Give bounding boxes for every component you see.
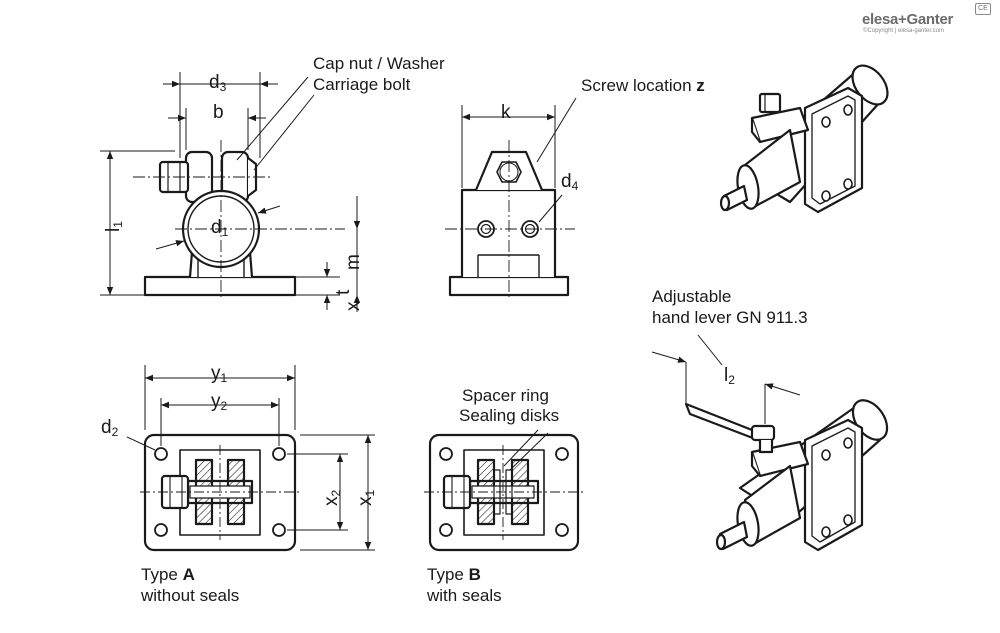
dim-d4: d4 [561,171,579,194]
brand-copyright: ©Copyright | elesa-ganter.com [863,28,945,34]
callout-adjustable: Adjustable [652,287,732,306]
dim-x2: x2 [321,489,343,506]
brand-logo: elesa+Ganter [862,11,954,28]
callout-carriage-bolt: Carriage bolt [313,75,411,94]
dim-d2: d2 [101,417,119,440]
type-a-desc: without seals [141,586,240,605]
callout-sealing-disks: Sealing disks [459,406,560,425]
l2-dimension [651,334,801,424]
dim-m: m [343,254,364,270]
screw-location-var: z [696,76,705,95]
dim-x: x [343,301,364,312]
top-view-type-b [424,429,584,552]
dim-d1: d1 [211,217,229,240]
type-a-title: Type A [141,565,195,584]
side-view [445,97,577,300]
dim-b: b [213,102,224,123]
callout-cap-nut: Cap nut / Washer [313,54,445,73]
front-view [100,72,361,312]
dim-d3: d3 [209,72,227,95]
ce-badge: CE [975,3,991,15]
dim-t: t [333,289,354,295]
screw-location-text: Screw location [581,76,697,95]
dim-y1: y1 [211,363,228,386]
callout-spacer-ring: Spacer ring [462,386,549,405]
dim-y2: y2 [211,391,228,414]
callout-screw-location: Screw location z [581,76,705,96]
isometric-view-1 [719,64,889,214]
top-view-type-a [126,365,375,552]
dim-l2: l2 [724,365,735,388]
dim-k: k [501,102,511,123]
callout-hand-lever: hand lever GN 911.3 [652,308,808,327]
type-b-desc: with seals [427,586,502,605]
dim-x1: x1 [355,489,377,506]
isometric-view-2 [684,399,889,552]
dim-l1: l1 [103,221,125,232]
type-b-title: Type B [427,565,481,584]
